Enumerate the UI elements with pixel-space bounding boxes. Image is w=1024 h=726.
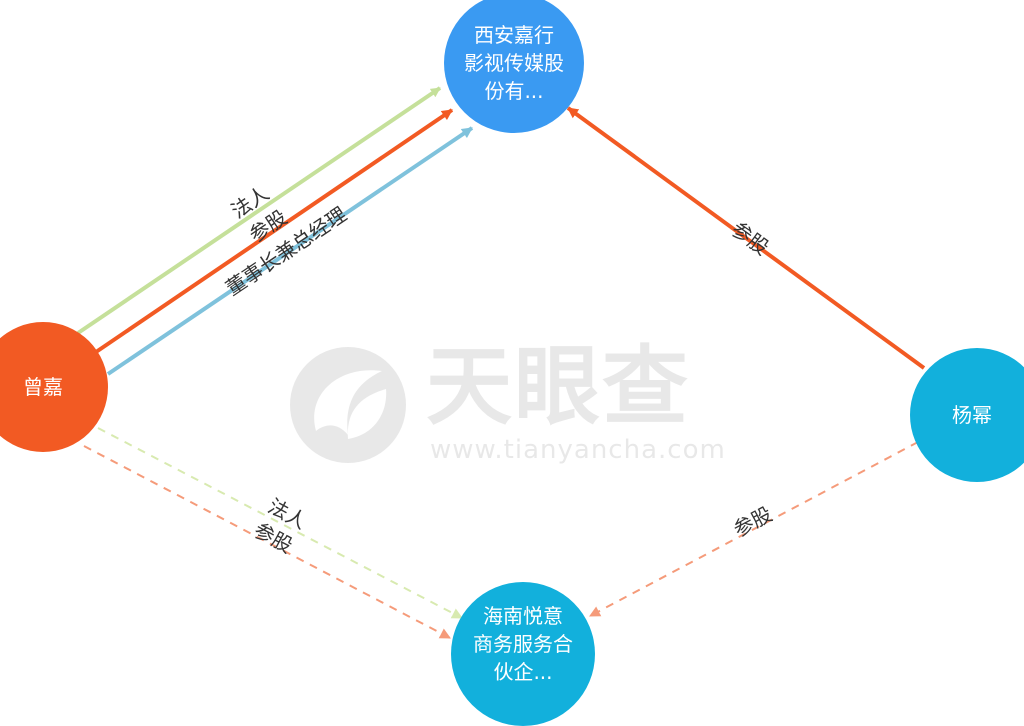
edge-yangmi-hainan-share bbox=[589, 441, 919, 617]
edge-zengjia-xian-legal bbox=[76, 86, 442, 335]
node-yangmi[interactable]: 杨幂 bbox=[910, 348, 1024, 482]
edge-zengjia-xian-share bbox=[94, 108, 454, 354]
node-label: 海南悦意 商务服务合 伙企... bbox=[473, 604, 573, 684]
edge-zengjia-xian-chairman bbox=[106, 126, 474, 376]
node-label: 西安嘉行 影视传媒股 份有... bbox=[464, 23, 564, 103]
node-xian-jiaxing[interactable]: 西安嘉行 影视传媒股 份有... bbox=[444, 0, 584, 133]
edge-yangmi-xian-share bbox=[566, 106, 926, 370]
node-label: 杨幂 bbox=[952, 403, 992, 427]
edge-label-yangmi-hainan-share: 参股 bbox=[729, 502, 776, 542]
node-hainan-yueyi[interactable]: 海南悦意 商务服务合 伙企... bbox=[451, 582, 595, 726]
node-label: 曾嘉 bbox=[23, 375, 63, 399]
node-zengjia[interactable]: 曾嘉 bbox=[0, 322, 108, 452]
